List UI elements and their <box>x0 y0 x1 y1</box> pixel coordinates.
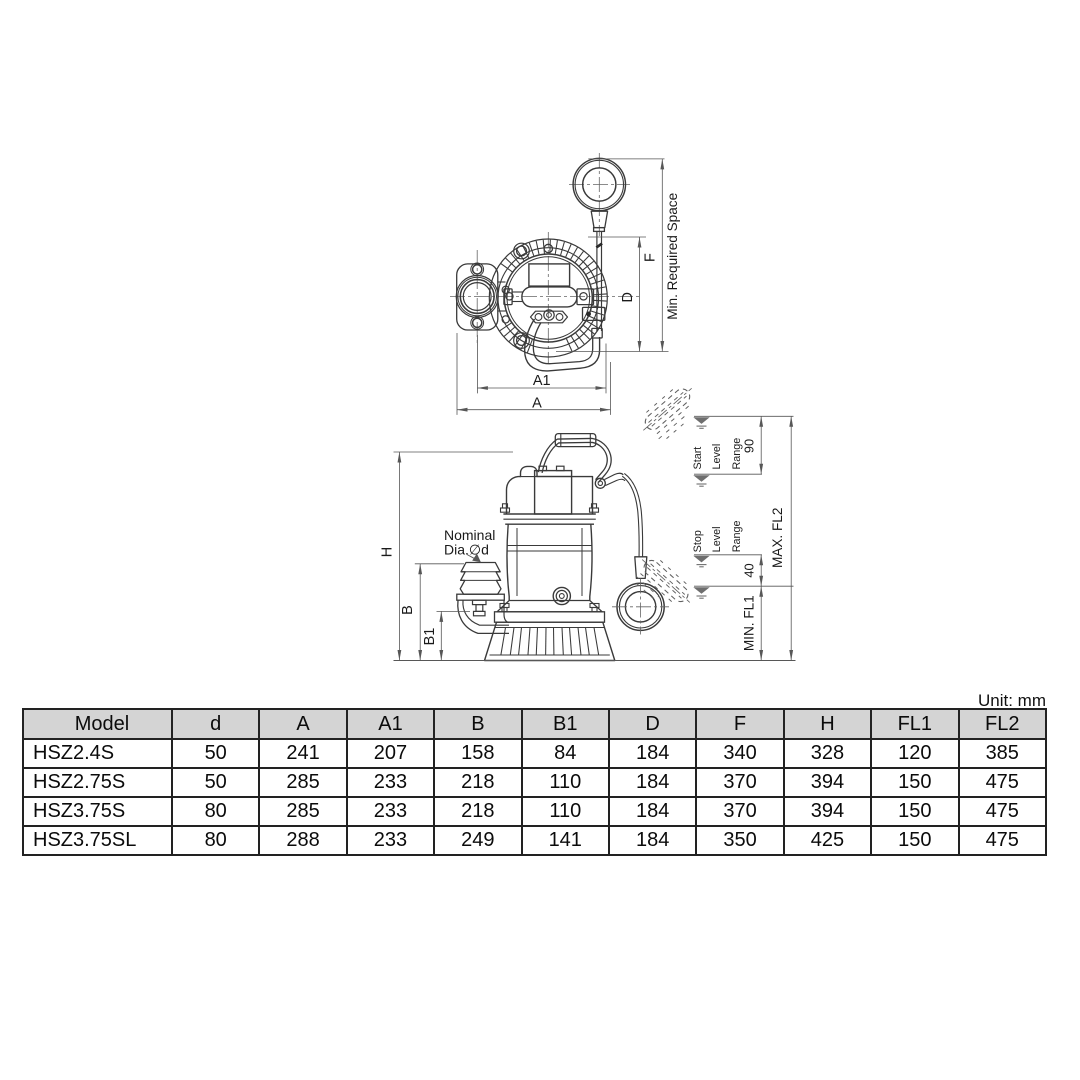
svg-text:Range: Range <box>731 438 743 470</box>
svg-text:Dia.∅d: Dia.∅d <box>444 541 489 557</box>
svg-text:A: A <box>532 395 542 411</box>
svg-text:A1: A1 <box>533 373 551 389</box>
svg-text:Range: Range <box>731 520 743 552</box>
svg-text:MIN. FL1: MIN. FL1 <box>741 595 756 651</box>
svg-text:Stop: Stop <box>692 530 704 552</box>
svg-text:Level: Level <box>711 526 723 552</box>
svg-text:Start: Start <box>692 447 704 470</box>
svg-text:D: D <box>620 292 636 302</box>
svg-text:H: H <box>380 547 396 557</box>
svg-text:F: F <box>643 253 659 262</box>
svg-text:40: 40 <box>741 563 756 577</box>
svg-text:Nominal: Nominal <box>444 527 495 543</box>
svg-text:MAX. FL2: MAX. FL2 <box>770 508 785 568</box>
svg-text:Level: Level <box>711 444 723 470</box>
svg-text:90: 90 <box>741 439 756 453</box>
svg-text:B: B <box>400 605 416 615</box>
svg-text:Min. Required Space: Min. Required Space <box>665 193 680 320</box>
svg-text:B1: B1 <box>422 628 438 646</box>
